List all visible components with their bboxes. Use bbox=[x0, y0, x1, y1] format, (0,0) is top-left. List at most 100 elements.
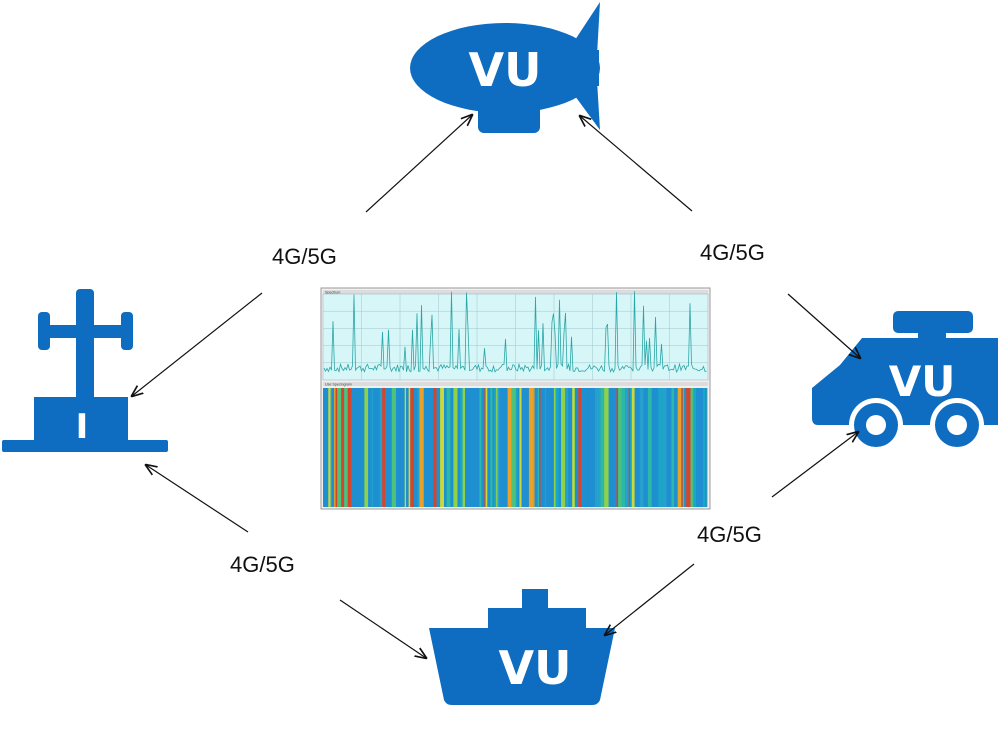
spectrogram-stripe bbox=[474, 388, 476, 507]
spectrogram-stripe bbox=[533, 388, 535, 507]
link-label-ship-tower: 4G/5G bbox=[230, 552, 295, 577]
spectrogram-stripe bbox=[468, 388, 473, 507]
spectrogram-stripe bbox=[693, 388, 697, 507]
spectrogram-stripe bbox=[497, 388, 500, 507]
spectrogram-stripe bbox=[684, 388, 687, 507]
spectrogram-stripe bbox=[515, 388, 518, 507]
spectrogram-stripe bbox=[357, 388, 362, 507]
spectrogram-stripe bbox=[396, 388, 400, 507]
spectrogram-stripe bbox=[681, 388, 683, 507]
airship-icon: VU bbox=[410, 2, 600, 133]
spectrogram-stripe bbox=[494, 388, 497, 507]
spectrogram-stripe bbox=[417, 388, 420, 507]
spectrogram-stripe bbox=[630, 388, 632, 507]
spectrogram-stripe bbox=[436, 388, 441, 507]
spectrogram-stripe bbox=[414, 388, 418, 507]
spectrogram-stripe bbox=[621, 388, 626, 507]
spectrogram-stripe bbox=[588, 388, 591, 507]
spectrogram-stripe bbox=[703, 388, 705, 507]
spectrogram-stripe bbox=[677, 388, 682, 507]
spectrogram-stripe bbox=[379, 388, 383, 507]
spectrogram-stripe bbox=[699, 388, 703, 507]
spectrogram-stripe bbox=[373, 388, 377, 507]
spectrogram-stripe bbox=[427, 388, 432, 507]
spectrum-top-title: Spectrum bbox=[325, 291, 340, 295]
spectrogram-stripe bbox=[484, 388, 486, 507]
airship-label: VU bbox=[469, 43, 542, 97]
spectrogram-stripe bbox=[526, 388, 529, 507]
spectrogram-stripe bbox=[587, 388, 589, 507]
spectrogram-stripe bbox=[387, 388, 389, 507]
spectrogram-stripe bbox=[465, 388, 469, 507]
spectrogram-stripe bbox=[341, 388, 345, 507]
spectrogram-stripe bbox=[431, 388, 434, 507]
spectrogram-stripe bbox=[408, 388, 411, 507]
spectrogram-stripe bbox=[453, 388, 458, 507]
spectrogram-stripe bbox=[662, 388, 667, 507]
spectrogram-stripe bbox=[578, 388, 582, 507]
spectrogram-stripe bbox=[517, 388, 520, 507]
spectrogram-stripe bbox=[490, 388, 493, 507]
spectrogram-stripe bbox=[406, 388, 409, 507]
spectrum-bottom-title: Use Spectogram bbox=[325, 383, 352, 387]
spectrogram-stripe bbox=[507, 388, 512, 507]
arrow-tower-to-airship bbox=[365, 115, 472, 213]
spectrogram-stripe bbox=[604, 388, 609, 507]
spectrogram-stripe bbox=[674, 388, 678, 507]
spectrogram-stripe bbox=[616, 388, 619, 507]
spectrogram-stripe bbox=[690, 388, 694, 507]
spectrogram-stripe bbox=[553, 388, 556, 507]
spectrogram-stripe bbox=[325, 388, 329, 507]
spectrogram-stripe bbox=[364, 388, 369, 507]
spectrogram-stripe bbox=[634, 388, 638, 507]
spectrogram-stripe bbox=[581, 388, 583, 507]
spectrogram-stripe bbox=[323, 388, 326, 507]
spectrogram-stripe bbox=[511, 388, 516, 507]
spectrogram-stripe bbox=[671, 388, 675, 507]
spectrogram-stripe bbox=[376, 388, 380, 507]
spectrogram-stripe bbox=[705, 388, 707, 507]
spectrogram-stripe bbox=[479, 388, 482, 507]
spectrogram-stripe bbox=[399, 388, 401, 507]
spectrum-panel: Spectrum Use Spectogram bbox=[320, 287, 711, 510]
spectrum-trace bbox=[323, 291, 707, 374]
spectrogram-stripe bbox=[344, 388, 348, 507]
spectrogram-stripe bbox=[485, 388, 488, 507]
spectrogram-stripe bbox=[531, 388, 534, 507]
spectrogram-stripe bbox=[499, 388, 505, 507]
spectrogram-stripe bbox=[612, 388, 617, 507]
spectrogram-stripe bbox=[631, 388, 635, 507]
spectrogram-stripe bbox=[423, 388, 426, 507]
spectrogram-stripe bbox=[382, 388, 385, 507]
spectrogram-stripe bbox=[595, 388, 597, 507]
spectrogram-stripe bbox=[446, 388, 451, 507]
spectrogram-stripe bbox=[462, 388, 465, 507]
spectrogram-stripe bbox=[666, 388, 668, 507]
spectrogram-stripe bbox=[583, 388, 588, 507]
link-label-truck-ship: 4G/5G bbox=[697, 522, 762, 547]
spectrogram-stripe bbox=[385, 388, 387, 507]
spectrogram-stripe bbox=[419, 388, 424, 507]
spectrogram-stripe bbox=[572, 388, 574, 507]
spectrogram-stripe bbox=[444, 388, 447, 507]
spectrogram-stripe bbox=[540, 388, 545, 507]
arrow-truck-to-ship-upper bbox=[771, 432, 858, 498]
spectrogram-stripe bbox=[410, 388, 415, 507]
arrow-airship-to-truck-lower bbox=[787, 293, 860, 358]
spectrogram-stripe bbox=[371, 388, 374, 507]
spectrogram-stripe bbox=[519, 388, 522, 507]
spectrogram-stripe bbox=[596, 388, 601, 507]
spectrogram-stripe bbox=[475, 388, 480, 507]
spectrogram-stripe bbox=[686, 388, 691, 507]
spectrogram-stripe bbox=[600, 388, 605, 507]
spectrogram-stripe bbox=[544, 388, 546, 507]
spectrogram-stripe bbox=[625, 388, 629, 507]
spectrogram-stripe bbox=[574, 388, 576, 507]
spectrogram-stripe bbox=[388, 388, 392, 507]
spectrogram-stripe bbox=[608, 388, 612, 507]
spectrogram-stripe bbox=[537, 388, 540, 507]
spectrogram-stripes bbox=[323, 388, 708, 507]
spectrogram-stripe bbox=[356, 388, 358, 507]
spectrogram-stripe bbox=[400, 388, 405, 507]
